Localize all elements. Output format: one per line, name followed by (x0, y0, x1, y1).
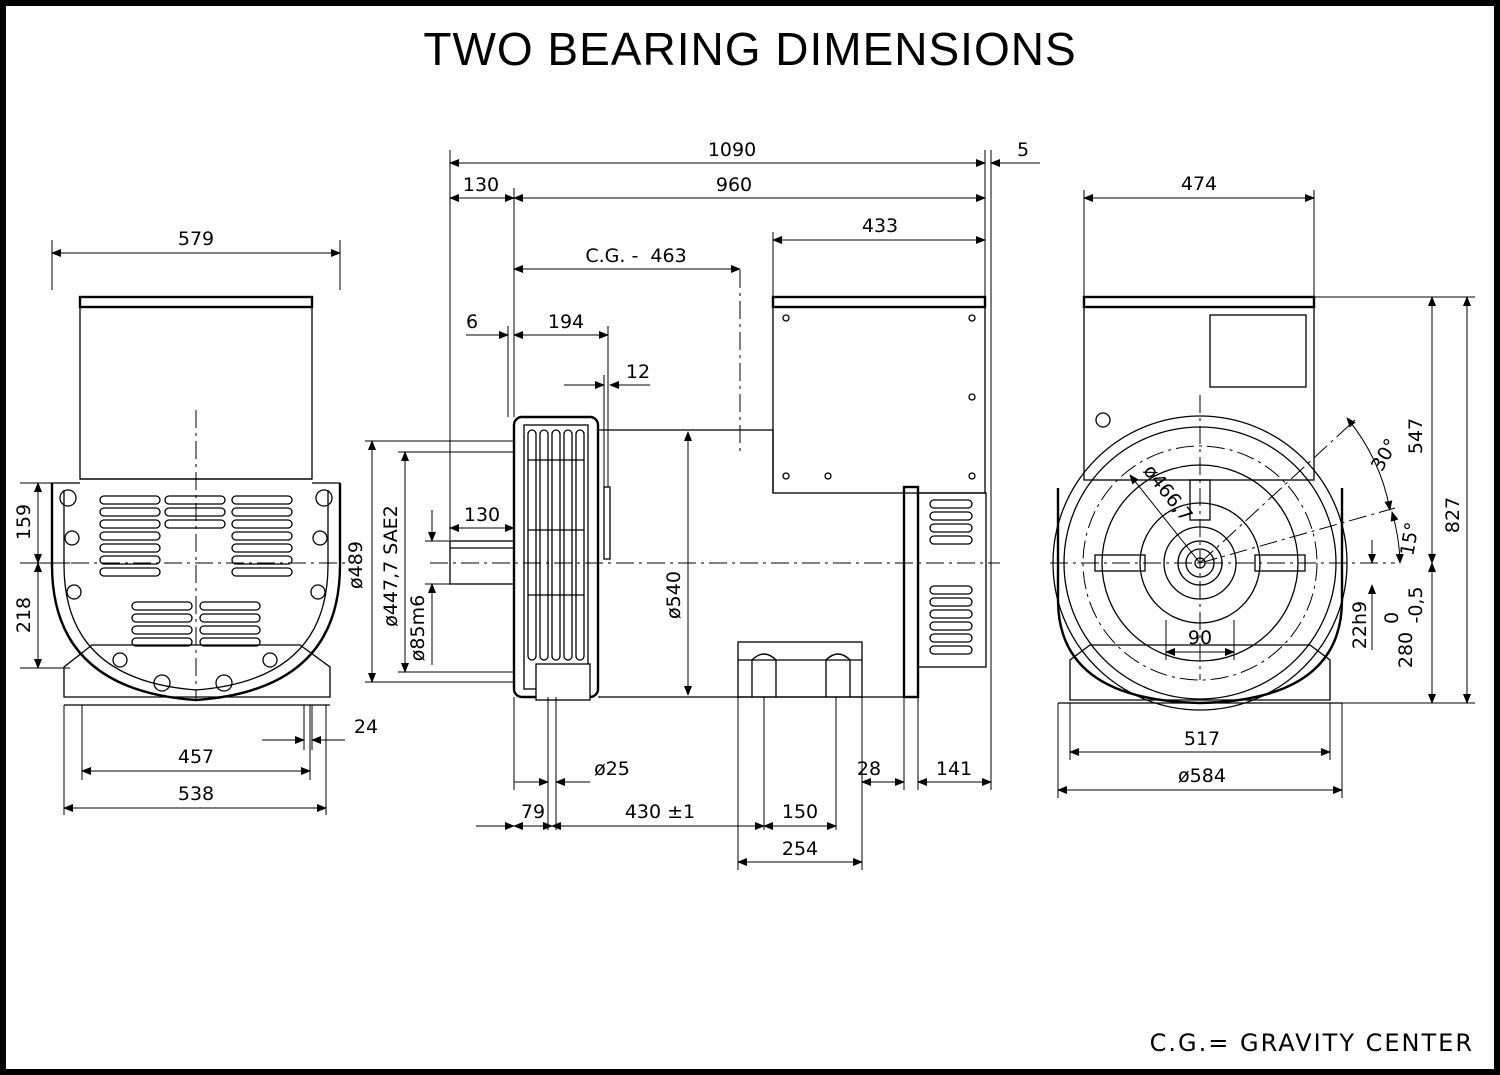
dia-body-label: ø540 (663, 571, 685, 619)
dia-shaft-label: ø85m6 (407, 595, 429, 661)
d79-label: 79 (521, 801, 545, 823)
footnote: C.G.= GRAVITY CENTER (1149, 1029, 1474, 1057)
front-foot-gap-label: 24 (354, 716, 378, 738)
dia-sae-label: ø447,7 SAE2 (380, 505, 402, 627)
end-width-label: 474 (1181, 173, 1217, 195)
d254-label: 254 (782, 838, 818, 860)
overall-length-label: 1090 (708, 139, 756, 161)
front-height-upper-label: 159 (13, 504, 35, 540)
shaft-height-label: 280 (1395, 632, 1417, 668)
body-length-label: 960 (716, 174, 752, 196)
front-vents (99, 495, 293, 647)
shaft-length-label: 130 (464, 504, 500, 526)
angle-15-label: 15° (1396, 520, 1424, 557)
side-view: 1090 5 130 960 433 C.G. - 463 6 194 12 1… (345, 139, 1040, 870)
fan-length-label: 194 (548, 311, 584, 333)
flange-gap-label: 6 (466, 311, 478, 333)
angle-30-label: 30° (1367, 435, 1403, 475)
height-547-label: 547 (1405, 418, 1427, 454)
tol-lower-label: -0,5 (1405, 586, 1427, 623)
key-width-label: 90 (1188, 627, 1212, 649)
page-title: TWO BEARING DIMENSIONS (423, 23, 1077, 75)
fan-grille (527, 429, 585, 661)
d150-label: 150 (782, 801, 818, 823)
cg-label: C.G. - 463 (585, 245, 686, 267)
end-base-width-label: 517 (1184, 728, 1220, 750)
front-width-label: 579 (178, 228, 214, 250)
key-h9-label: 22h9 (1349, 601, 1371, 649)
d28-label: 28 (857, 758, 881, 780)
dia-hole-label: ø25 (594, 758, 630, 780)
outer-dia-label: ø584 (1178, 765, 1226, 787)
front-height-lower-label: 218 (13, 597, 35, 633)
d430-label: 430 ±1 (625, 801, 695, 823)
front-view: 579 159 218 24 457 538 (13, 228, 378, 815)
groove-label: 12 (626, 361, 650, 383)
rear-vents (929, 499, 973, 655)
end-offset-label: 5 (1017, 139, 1029, 161)
tol-upper-label: 0 (1381, 612, 1403, 624)
flange-offset-label: 130 (463, 174, 499, 196)
terminal-box-label: 433 (862, 215, 898, 237)
d141-label: 141 (936, 758, 972, 780)
front-base-width-label: 538 (178, 783, 214, 805)
end-view: 30° 15° ø466,7 474 547 827 280 0 -0,5 22… (1050, 173, 1475, 798)
front-foot-span-label: 457 (178, 746, 214, 768)
dia-489-label: ø489 (345, 541, 367, 589)
height-827-label: 827 (1442, 497, 1464, 533)
